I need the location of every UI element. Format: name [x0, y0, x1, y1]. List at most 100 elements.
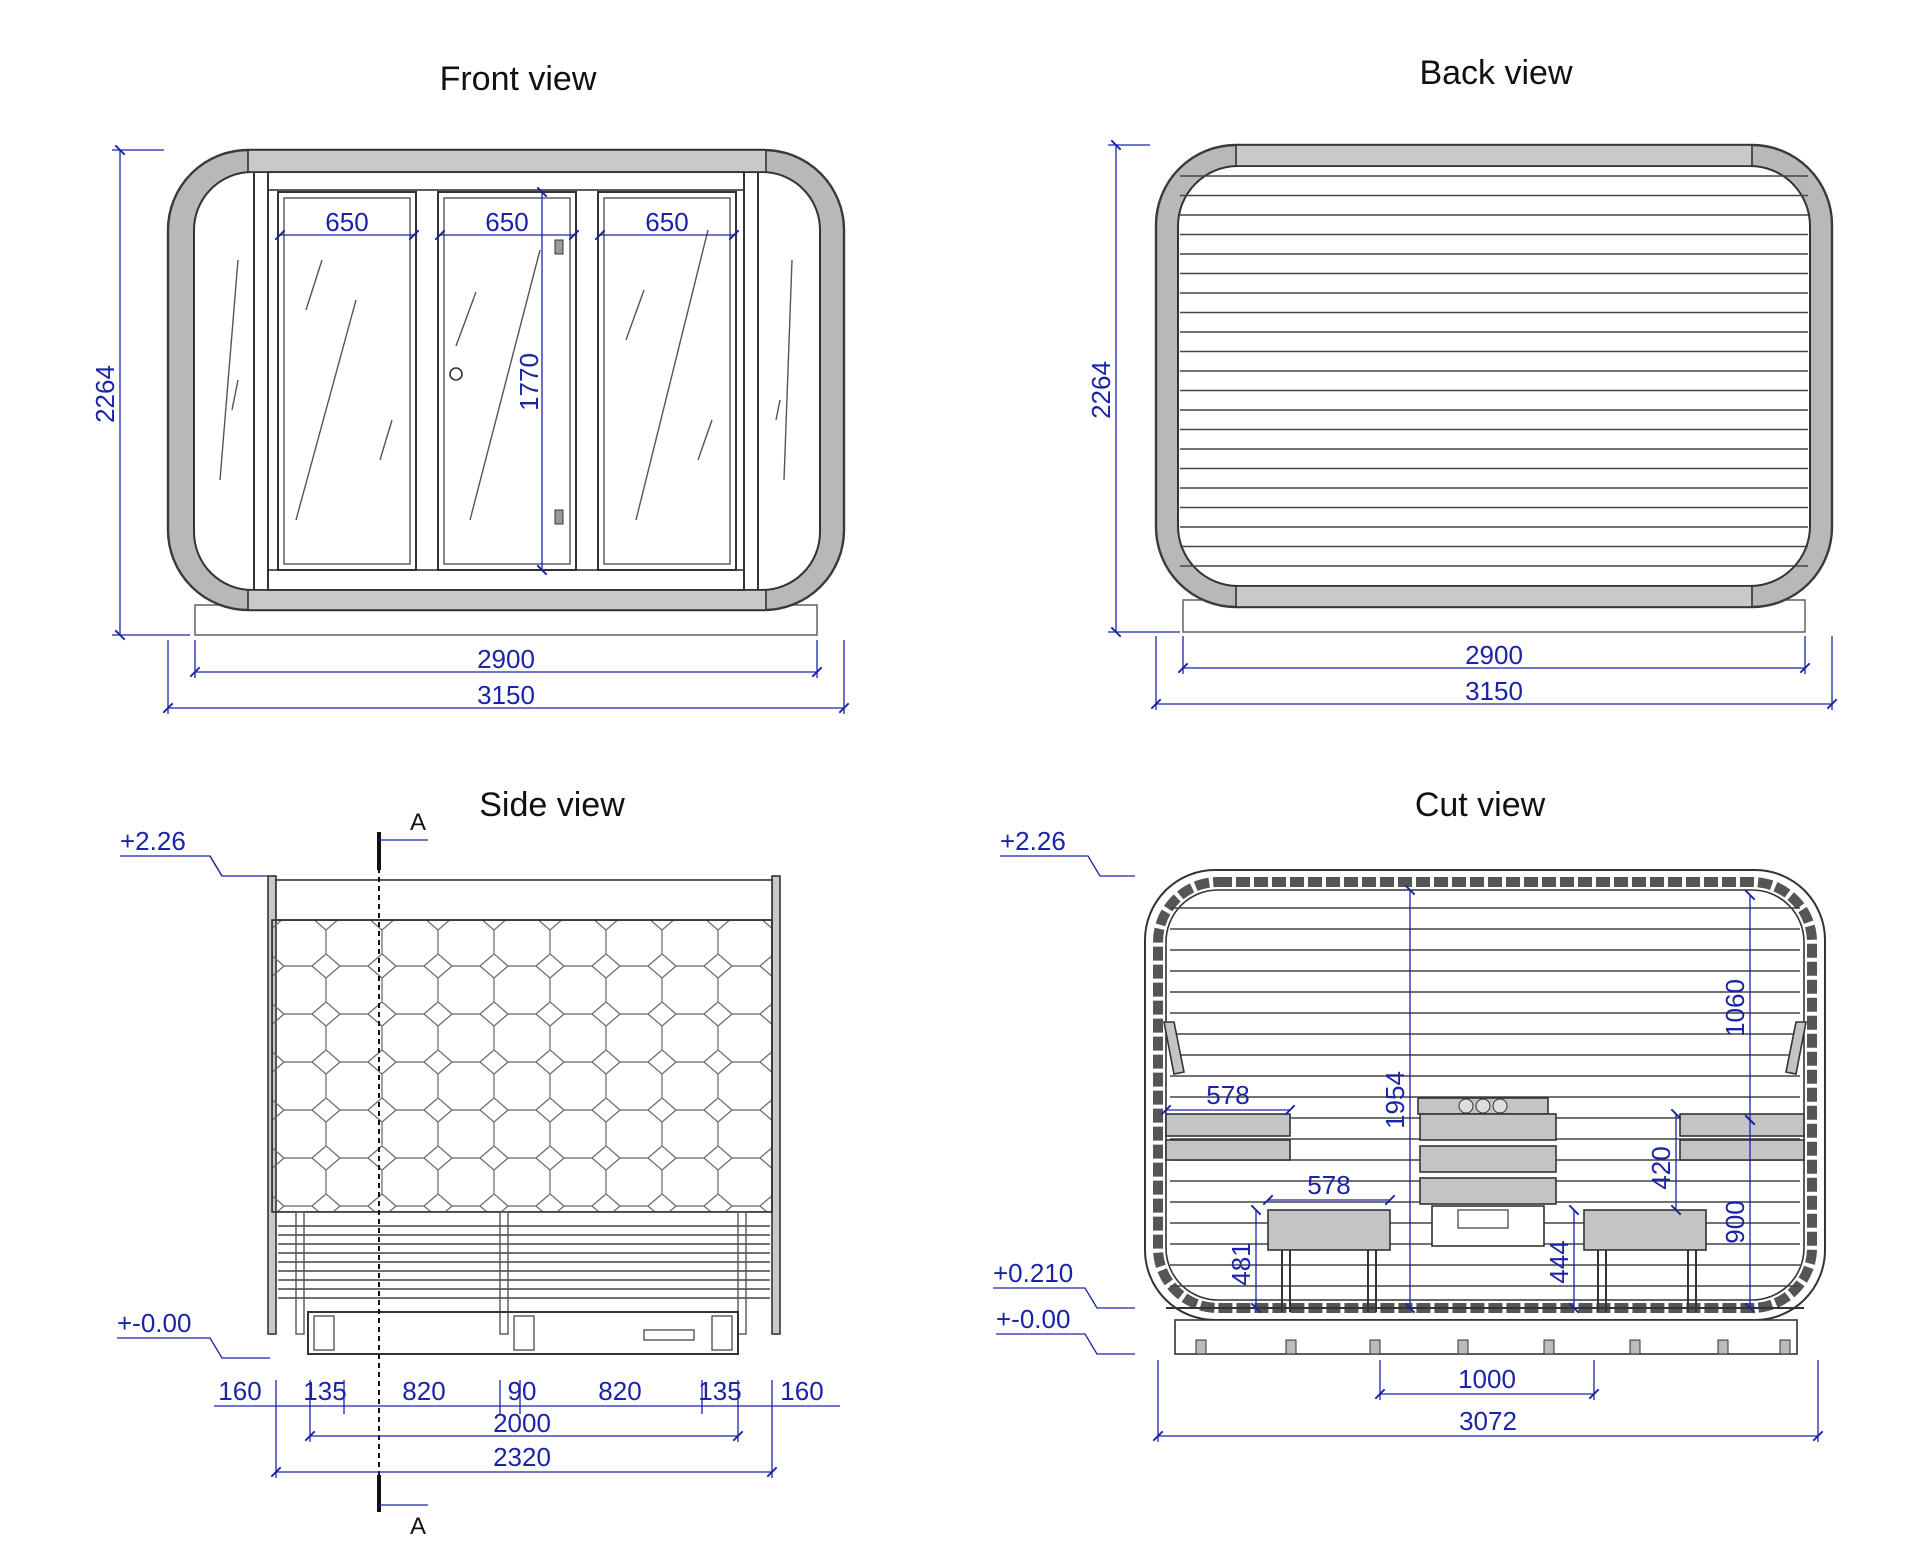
- front-dims: 650 650 650 1770 2264 2900 3150: [90, 144, 850, 714]
- front-body: [166, 148, 846, 636]
- dim-side-90: 90: [508, 1376, 537, 1406]
- side-roof-edge: [275, 879, 773, 921]
- cut-base-blocks: [1195, 1339, 1791, 1355]
- side-base-plate: [643, 1329, 695, 1341]
- section-mark-a-top: A: [410, 809, 426, 836]
- side-shingles-border: [271, 919, 773, 1213]
- dim-cut-bench-upper: 578: [1206, 1080, 1249, 1110]
- back-bottom-beam: [1235, 585, 1753, 608]
- dim-front-inner-width: 2900: [477, 644, 535, 674]
- bench-upper-right-board: [1679, 1139, 1805, 1161]
- dim-side-2000: 2000: [493, 1408, 551, 1438]
- side-level-top: +2.26: [120, 826, 270, 877]
- side-post: [499, 1211, 509, 1335]
- dim-cut-3072: 3072: [1459, 1406, 1517, 1436]
- backrest-left: [1163, 1021, 1185, 1075]
- dim-cut-1954: 1954: [1380, 1071, 1410, 1129]
- section-mark-a-bottom: A: [410, 1513, 426, 1540]
- heater-firebox: [1457, 1209, 1509, 1229]
- front-window-left: [277, 191, 417, 571]
- side-view-title: Side view: [479, 786, 625, 824]
- side-base-block: [513, 1315, 535, 1351]
- cut-level-ground-label: +-0.00: [996, 1304, 1070, 1334]
- front-view-title: Front view: [440, 60, 597, 98]
- dim-door-height: 1770: [514, 353, 544, 411]
- cut-view-title: Cut view: [1415, 786, 1546, 824]
- cut-view: Cut view +2.26 +0.210 +-0.00: [993, 786, 1826, 1442]
- bench-lower-left: [1267, 1209, 1391, 1251]
- back-wall-planks: [1180, 175, 1808, 567]
- level-top-label: +2.26: [120, 826, 186, 856]
- cut-level-floor-label: +0.210: [993, 1258, 1073, 1288]
- heater-stone: [1475, 1098, 1491, 1114]
- cut-level-floor: +0.210: [993, 1258, 1135, 1309]
- side-post: [295, 1211, 305, 1335]
- bench-lower-left: [1583, 1209, 1707, 1251]
- back-view-title: Back view: [1419, 54, 1572, 92]
- dim-side-160-right: 160: [780, 1376, 823, 1406]
- side-base-block: [313, 1315, 335, 1351]
- cut-base-block: [1285, 1339, 1297, 1355]
- dim-cut-1060: 1060: [1720, 979, 1750, 1037]
- back-top-beam: [1235, 144, 1753, 167]
- dim-back-height: 2264: [1086, 361, 1116, 419]
- dim-side-135-left: 135: [303, 1376, 346, 1406]
- heater-stone: [1458, 1098, 1474, 1114]
- dim-side-135-right: 135: [698, 1376, 741, 1406]
- side-shingles: [272, 920, 772, 1212]
- dim-window-left-width: 650: [325, 207, 368, 237]
- bench-upper-left-board: [1165, 1139, 1291, 1161]
- side-wall-planks: [278, 1225, 770, 1299]
- dim-door-width: 650: [485, 207, 528, 237]
- cut-base-block: [1369, 1339, 1381, 1355]
- front-window-right-glass: [603, 197, 731, 565]
- dim-back-outer-width: 3150: [1465, 676, 1523, 706]
- front-window-right: [597, 191, 737, 571]
- side-base-block: [711, 1315, 733, 1351]
- front-door-glass: [443, 197, 571, 565]
- dim-side-820-right: 820: [598, 1376, 641, 1406]
- cut-base-block: [1717, 1339, 1729, 1355]
- front-top-rail: [267, 171, 745, 191]
- front-door: [437, 191, 577, 571]
- front-window-left-glass: [283, 197, 411, 565]
- cut-level-ground: +-0.00: [996, 1304, 1135, 1355]
- side-level-ground: +-0.00: [117, 1308, 270, 1359]
- dim-front-height: 2264: [90, 365, 120, 423]
- side-end-panel-right: [771, 875, 781, 1335]
- bench-upper-right-board: [1679, 1113, 1805, 1137]
- back-dims: 2264 2900 3150: [1086, 139, 1838, 710]
- dim-cut-481: 481: [1226, 1242, 1256, 1285]
- front-view: Front view: [90, 60, 850, 714]
- side-post: [737, 1211, 747, 1335]
- side-view: Side view +2.26 +-0.00 A A: [117, 786, 840, 1540]
- heater-guard-board: [1419, 1177, 1557, 1205]
- cut-base-block: [1457, 1339, 1469, 1355]
- door-hinge-icon: [554, 509, 564, 525]
- back-frame-inner: [1177, 165, 1811, 587]
- dim-side-2320: 2320: [493, 1442, 551, 1472]
- dim-front-outer-width: 3150: [477, 680, 535, 710]
- front-top-beam: [247, 149, 767, 173]
- heater-stone: [1492, 1098, 1508, 1114]
- dim-cut-444: 444: [1544, 1240, 1574, 1283]
- bench-legs: [1281, 1250, 1697, 1312]
- heater-guard-board: [1419, 1145, 1557, 1173]
- cut-level-top-label: +2.26: [1000, 826, 1066, 856]
- door-hinge-icon: [554, 239, 564, 255]
- cut-base: [1174, 1319, 1798, 1355]
- dim-side-160-left: 160: [218, 1376, 261, 1406]
- dim-back-inner-width: 2900: [1465, 640, 1523, 670]
- cut-dims: 578 578 1954 1060 420 900 481 444 1000 3…: [1152, 884, 1824, 1442]
- dim-cut-420: 420: [1646, 1146, 1676, 1189]
- glass-reflections: [219, 229, 793, 521]
- dim-cut-900: 900: [1720, 1200, 1750, 1243]
- cut-level-top: +2.26: [1000, 826, 1135, 877]
- backrest-right: [1785, 1021, 1807, 1075]
- back-view: Back view 2264 2900 3150: [1086, 54, 1838, 710]
- heater-body: [1431, 1205, 1545, 1247]
- dim-cut-bench-lower: 578: [1307, 1170, 1350, 1200]
- level-ground-label: +-0.00: [117, 1308, 191, 1338]
- dim-window-right-width: 650: [645, 207, 688, 237]
